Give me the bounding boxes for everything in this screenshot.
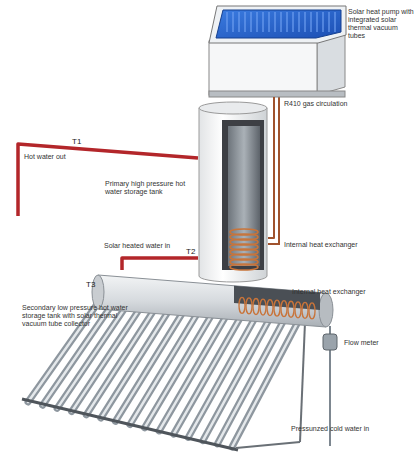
- panel-stripe: [262, 12, 263, 32]
- part-label: Internal heat exchanger: [292, 287, 366, 296]
- panel-stripe: [322, 12, 323, 32]
- panel-frame: [209, 6, 346, 43]
- part-label: Internal heat exchanger: [284, 240, 358, 249]
- secondary-tank: Secondary low pressure hot water storage…: [84, 270, 340, 338]
- coil-loop: [267, 300, 273, 316]
- vacuum-tube-highlight: [28, 300, 300, 447]
- coil-loop: [260, 299, 266, 315]
- collector-rail: [22, 399, 238, 450]
- panel-stripe: [226, 12, 227, 32]
- cylinder-end: [319, 293, 333, 327]
- coil-loop: [281, 301, 287, 317]
- heat-exchanger-coil: [239, 297, 315, 319]
- coil-loop: [230, 259, 258, 265]
- panel-stripe: [250, 12, 251, 32]
- pipe-label: R410 gas circulation: [284, 99, 347, 108]
- refrigerant-pipe: [268, 97, 279, 244]
- component-label: Secondary low pressure hot water storage…: [22, 304, 134, 328]
- panel-stripe: [268, 12, 269, 32]
- panel-stripe: [256, 12, 257, 32]
- unit-base: [209, 91, 345, 97]
- coil-loop: [302, 302, 308, 318]
- panel-stripe: [304, 12, 305, 32]
- inner-tank: [228, 126, 260, 266]
- heat-pump-unit: Solar heat pump with integrated solar th…: [207, 5, 347, 97]
- cylinder-body: [98, 275, 326, 327]
- node-outline: [84, 270, 340, 338]
- pipe-label: Hot water out: [24, 152, 66, 161]
- coil-loop: [274, 300, 280, 316]
- panel-stripe: [292, 12, 293, 32]
- hot-water-pipe: [18, 144, 198, 216]
- heat-exchanger-coil: [230, 229, 258, 270]
- coil-loop: [230, 234, 258, 240]
- pipe-label: Pressunzed cold water in: [291, 424, 369, 433]
- flow-meter-symbol: [323, 334, 337, 350]
- pipe-connector: [122, 258, 198, 270]
- coil-loop: [230, 229, 258, 235]
- coil-loop: [230, 254, 258, 260]
- tank-cutaway: [222, 120, 264, 270]
- panel-stripe: [328, 12, 329, 32]
- tank-body: [199, 108, 267, 282]
- panel-stripe: [244, 12, 245, 32]
- temperature-sensor: T2: [186, 247, 195, 256]
- panel-stripe: [316, 12, 317, 32]
- coil-loop: [309, 303, 315, 319]
- panel-stripe: [298, 12, 299, 32]
- coil-loop: [253, 298, 259, 314]
- temperature-sensor: T1: [72, 137, 81, 146]
- coil-loop: [246, 298, 252, 314]
- tank-cutaway: [234, 286, 320, 310]
- cylinder-end: [92, 275, 104, 309]
- coil-loop: [230, 239, 258, 245]
- part-label: Flow meter: [344, 338, 379, 347]
- coil-loop: [230, 244, 258, 250]
- temperature-sensor: T3: [86, 280, 95, 289]
- pipe-label: Solar heated water in: [104, 241, 170, 250]
- component-label: Primary high pressure hot water storage …: [105, 180, 195, 196]
- solar-panel: [216, 10, 341, 38]
- vacuum-tube: [28, 300, 300, 447]
- primary-tank: Primary high pressure hot water storage …: [198, 100, 268, 282]
- panel-stripe: [310, 12, 311, 32]
- panel-stripe: [238, 12, 239, 32]
- panel-stripe: [274, 12, 275, 32]
- unit-side: [317, 33, 345, 95]
- coil-loop: [288, 301, 294, 317]
- panel-stripes: [227, 12, 335, 32]
- pipe-connector: [268, 97, 274, 238]
- panel-stripe: [286, 12, 287, 32]
- coil-loop: [230, 264, 258, 270]
- unit-front: [209, 41, 317, 95]
- node-outline: [198, 100, 268, 282]
- panel-stripe: [280, 12, 281, 32]
- panel-stripe: [232, 12, 233, 32]
- panel-stripe: [334, 12, 335, 32]
- collector-leg: [236, 442, 300, 448]
- collector-leg: [300, 322, 305, 442]
- node-outline: [207, 5, 347, 97]
- coil-loop: [230, 249, 258, 255]
- coil-loop: [295, 302, 301, 318]
- coil-loop: [239, 297, 245, 313]
- tank-top: [199, 102, 267, 114]
- component-label: Solar heat pump with integrated solar th…: [348, 8, 414, 40]
